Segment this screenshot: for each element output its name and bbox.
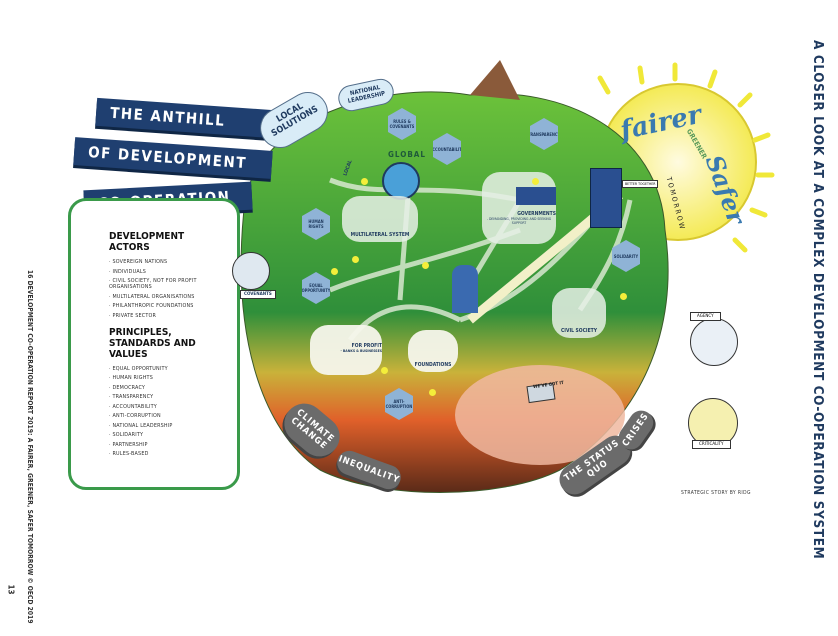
- hex-anti-corruption: ANTI-CORRUPTION: [385, 388, 413, 420]
- actor-item: PRIVATE SECTOR: [109, 313, 227, 319]
- principle-item: TRANSPARENCY: [109, 394, 227, 400]
- marker-dot: [352, 256, 359, 263]
- node-governments: GOVERNMENTS - DEMANDING, PROVIDING AND S…: [482, 172, 556, 244]
- sign-better-together: BETTER TOGETHER: [622, 180, 659, 188]
- actor-item: SOVEREIGN NATIONS: [109, 259, 227, 265]
- actors-heading: DEVELOPMENT ACTORS: [109, 231, 185, 253]
- agency-vignette: [690, 318, 738, 366]
- government-building-icon: [516, 187, 556, 205]
- for-profit-label: FOR PROFIT: [351, 343, 382, 349]
- covenants-banner: COVENANTS: [240, 290, 276, 299]
- agency-label: AGENCY: [690, 312, 721, 321]
- node-multilateral-system: MULTILATERAL SYSTEM: [342, 196, 418, 242]
- hex-transparency: TRANSPARENCY: [530, 118, 558, 150]
- door-icon: [590, 168, 622, 228]
- node-civil-society: CIVIL SOCIETY: [552, 288, 606, 338]
- principle-item: PARTNERSHIP: [109, 442, 227, 448]
- principle-item: ANTI-CORRUPTION: [109, 413, 227, 419]
- principle-item: RULES-BASED: [109, 451, 227, 457]
- node-for-profit: FOR PROFIT - BANKS & BUSINESSES: [310, 325, 382, 375]
- covenants-vignette: [232, 252, 270, 290]
- door-icon-center: [452, 265, 478, 313]
- illustration-credit: STRATEGIC STORY BY RIDG: [681, 490, 751, 496]
- principle-item: ACCOUNTABILITY: [109, 404, 227, 410]
- governments-label: GOVERNMENTS: [517, 211, 556, 217]
- for-profit-sublabel: - BANKS & BUSINESSES: [340, 349, 383, 353]
- principles-heading: PRINCIPLES, STANDARDS AND VALUES: [109, 326, 196, 360]
- hex-solidarity: SOLIDARITY: [612, 240, 640, 272]
- globe-icon: [382, 162, 420, 200]
- principle-item: EQUAL OPPORTUNITY: [109, 366, 227, 372]
- actors-list: SOVEREIGN NATIONS INDIVIDUALS CIVIL SOCI…: [109, 259, 227, 319]
- actor-item: PHILANTHROPIC FOUNDATIONS: [109, 303, 227, 309]
- actor-item: CIVIL SOCIETY, NOT FOR PROFIT ORGANISATI…: [109, 278, 227, 290]
- hex-equal-opportunity: EQUAL OPPORTUNITY: [302, 272, 330, 304]
- principle-item: DEMOCRACY: [109, 385, 227, 391]
- actor-item: INDIVIDUALS: [109, 269, 227, 275]
- principle-item: SOLIDARITY: [109, 432, 227, 438]
- label-global: GLOBAL: [388, 150, 426, 159]
- governments-sublabel: - DEMANDING, PROVIDING AND SEEKING SUPPO…: [486, 217, 552, 225]
- marker-dot: [381, 367, 388, 374]
- marker-dot: [331, 268, 338, 275]
- criticality-label: CRITICALITY: [692, 440, 731, 449]
- principle-item: HUMAN RIGHTS: [109, 375, 227, 381]
- protest-area: [455, 365, 625, 465]
- marker-dot: [429, 389, 436, 396]
- legend-panel: DEVELOPMENT ACTORS SOVEREIGN NATIONS IND…: [68, 198, 240, 490]
- principles-list: EQUAL OPPORTUNITY HUMAN RIGHTS DEMOCRACY…: [109, 366, 227, 458]
- marker-dot: [361, 178, 368, 185]
- node-foundations: FOUNDATIONS: [408, 330, 458, 372]
- actor-item: MULTILATERAL ORGANISATIONS: [109, 294, 227, 300]
- marker-dot: [422, 262, 429, 269]
- marker-dot: [620, 293, 627, 300]
- marker-dot: [532, 178, 539, 185]
- principle-item: NATIONAL LEADERSHIP: [109, 423, 227, 429]
